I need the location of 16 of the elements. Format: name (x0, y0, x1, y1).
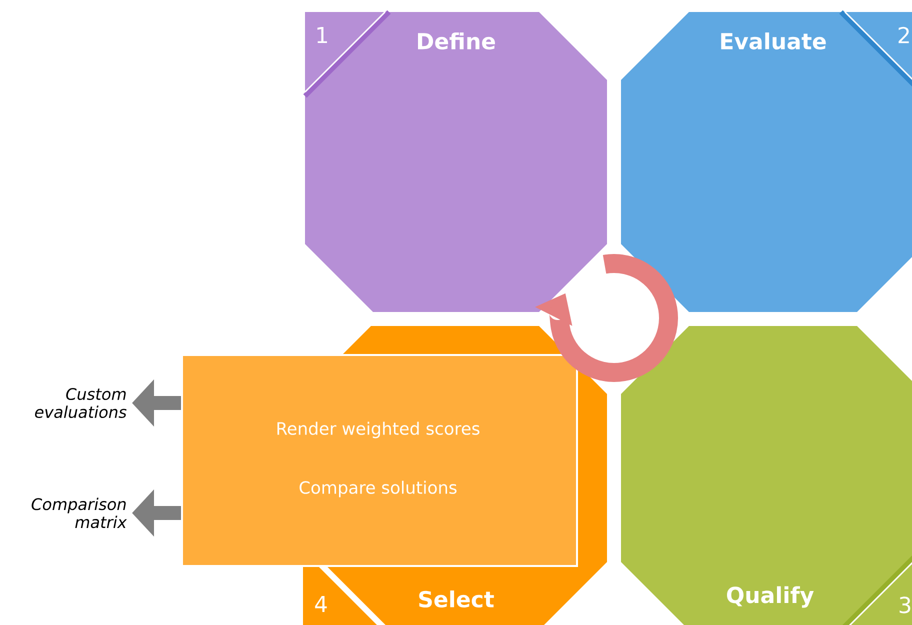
output-label: Comparison matrix (32, 498, 127, 528)
step-title: Evaluate (721, 32, 826, 50)
step-number: 3 (900, 596, 910, 614)
octagon (621, 326, 912, 625)
box-text: Compare solutions (300, 480, 457, 498)
step-title: Select (419, 590, 494, 608)
output-label: Custom evaluations (35, 388, 126, 418)
step-number: 2 (898, 26, 909, 44)
step-number: 1 (317, 26, 327, 44)
box-text: Render weighted scores (277, 422, 480, 438)
step-title: Qualify (727, 586, 814, 608)
step-number: 4 (315, 596, 327, 612)
octagon (621, 10, 912, 312)
octagon (303, 10, 607, 312)
step-title: Define (418, 32, 495, 50)
info-box (181, 354, 578, 567)
